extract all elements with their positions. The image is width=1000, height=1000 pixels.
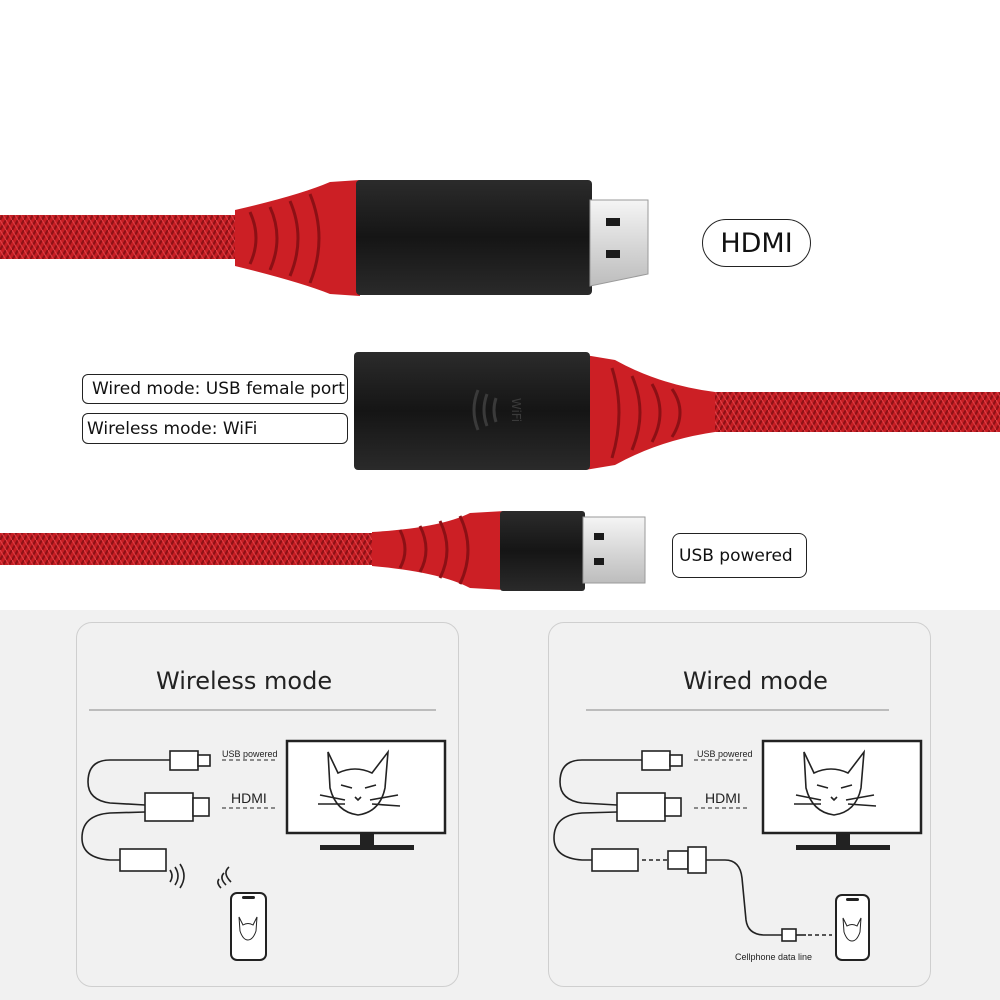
cellphone-data-line-label: Cellphone data line <box>735 952 813 962</box>
wired-usb-powered-label: USB powered <box>697 749 753 759</box>
wireless-usb-powered-label: USB powered <box>222 749 278 759</box>
wireless-mode-panel <box>76 622 459 987</box>
hdmi-label: HDMI <box>702 219 811 267</box>
wifi-emboss-icon <box>472 389 498 431</box>
wireless-mode-title: Wireless mode <box>156 667 333 695</box>
wired-mode-panel <box>548 622 931 987</box>
usb-plug <box>582 516 646 584</box>
wired-hdmi-label: HDMI <box>705 790 741 806</box>
wireless-hdmi-label: HDMI <box>231 790 267 806</box>
usb-powered-label: USB powered <box>672 533 807 578</box>
usb-power-cable <box>0 511 646 591</box>
wired-mode-port-label: Wired mode: USB female port <box>82 374 348 404</box>
wifi-module-cable: WiFi <box>354 352 1000 470</box>
wireless-mode-wifi-label: Wireless mode: WiFi <box>82 413 348 444</box>
wifi-emboss-text: WiFi <box>509 398 523 422</box>
hdmi-plug <box>589 199 649 287</box>
hdmi-cable <box>0 180 649 296</box>
wired-mode-title: Wired mode <box>683 667 828 695</box>
